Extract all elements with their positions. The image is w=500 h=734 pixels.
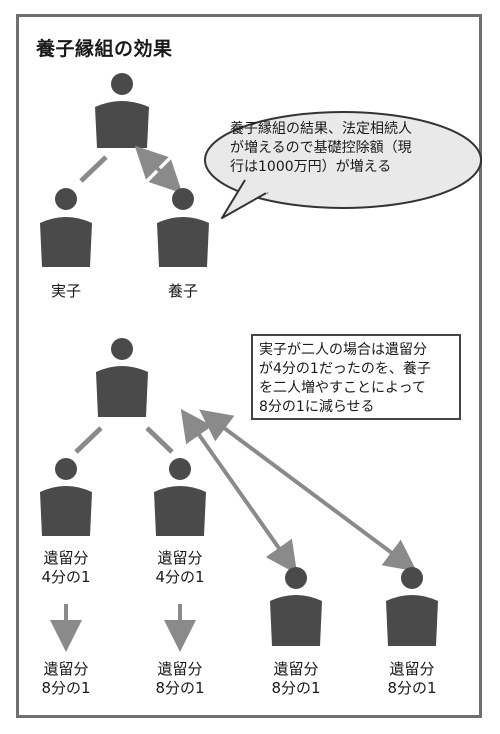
double-arrow-icon-adoption — [134, 145, 183, 194]
double-arrow-icon-adopted2 — [199, 409, 417, 572]
share-value: 4分の1 — [155, 568, 205, 586]
bubble-line: 養子縁組の結果、法定相続人 — [230, 121, 412, 137]
share-after-child2: 遺留分 8分の1 — [150, 660, 210, 698]
share-label: 遺留分 — [43, 660, 89, 678]
share-after-adopted1: 遺留分 8分の1 — [266, 660, 326, 698]
line-parent-child — [79, 155, 108, 183]
share-value: 8分の1 — [387, 679, 437, 697]
page-title: 養子縁組の効果 — [36, 38, 173, 60]
child-label-top: 実子 — [50, 282, 81, 300]
person-icon-adopted-top — [157, 188, 209, 267]
note-box: 実子が二人の場合は遺留分 が4分の1だったのを、養子 を二人増やすことによって … — [251, 334, 461, 420]
person-icon-adopted2-bottom — [386, 567, 438, 646]
bubble-text: 養子縁組の結果、法定相続人 が増えるので基礎控除額（現 行は1000万円）が増え… — [230, 120, 470, 177]
share-before-child2: 遺留分 4分の1 — [150, 549, 210, 587]
share-label: 遺留分 — [157, 549, 203, 567]
share-value: 4分の1 — [41, 568, 91, 586]
bubble-line: 行は1000万円）が増える — [230, 159, 392, 175]
line-parent-child1 — [74, 426, 103, 454]
share-label: 遺留分 — [273, 660, 319, 678]
note-line: 実子が二人の場合は遺留分 — [259, 342, 427, 358]
note-line: 8分の1に減らせる — [259, 399, 375, 415]
share-after-child1: 遺留分 8分の1 — [36, 660, 96, 698]
share-label: 遺留分 — [389, 660, 435, 678]
bubble-line: が増えるので基礎控除額（現 — [230, 140, 412, 156]
adopted-label-top: 養子 — [167, 282, 198, 300]
share-label: 遺留分 — [43, 549, 89, 567]
share-value: 8分の1 — [271, 679, 321, 697]
share-value: 8分の1 — [41, 679, 91, 697]
person-icon-parent-bottom — [96, 338, 148, 417]
share-value: 8分の1 — [155, 679, 205, 697]
person-icon-adopted1-bottom — [270, 567, 322, 646]
note-line: が4分の1だったのを、養子 — [259, 361, 431, 377]
person-icon-child-top — [40, 188, 92, 267]
speech-bubble — [204, 111, 482, 219]
share-before-child1: 遺留分 4分の1 — [36, 549, 96, 587]
share-after-adopted2: 遺留分 8分の1 — [382, 660, 442, 698]
person-icon-child1-bottom — [40, 458, 92, 536]
note-line: を二人増やすことによって — [259, 380, 426, 396]
person-icon-child2-bottom — [154, 458, 206, 536]
person-icon-parent-top — [95, 73, 149, 148]
share-label: 遺留分 — [157, 660, 203, 678]
line-parent-child2 — [145, 426, 174, 454]
